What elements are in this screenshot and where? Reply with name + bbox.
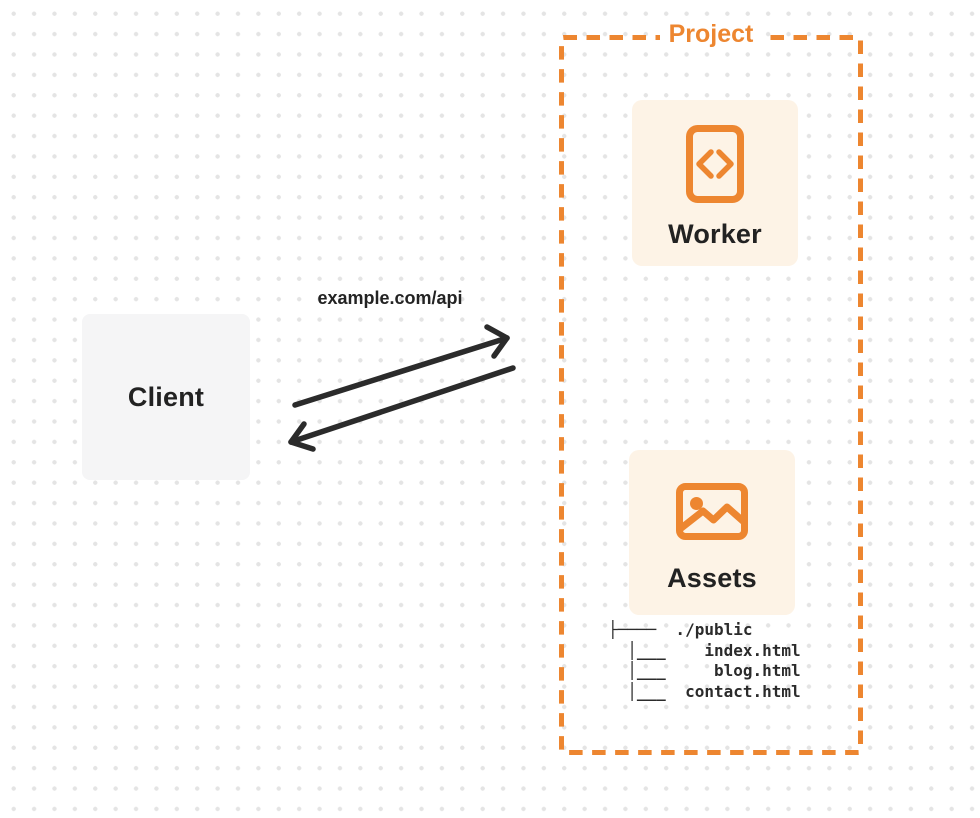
file-tree: ├──── ./public │___ index.html │___ blog… xyxy=(608,620,801,702)
image-icon xyxy=(676,483,748,540)
worker-label: Worker xyxy=(668,219,762,249)
file-tree-item: │___ index.html xyxy=(608,640,801,660)
client-node: Client xyxy=(82,314,250,480)
project-label: Project xyxy=(659,20,763,49)
project-label-container: Project xyxy=(557,20,865,49)
file-tree-item: │___ contact.html xyxy=(608,681,801,701)
assets-label: Assets xyxy=(667,563,757,593)
request-response-arrows xyxy=(288,324,516,452)
request-arrow xyxy=(292,324,510,408)
file-tree-item: │___ blog.html xyxy=(608,661,801,680)
client-label: Client xyxy=(127,381,205,412)
code-file-icon xyxy=(686,125,744,203)
response-arrow xyxy=(288,365,516,452)
request-url-label: example.com/api xyxy=(317,288,463,308)
worker-node: Worker xyxy=(632,100,798,266)
file-tree-root: ├──── ./public xyxy=(608,620,753,639)
assets-node: Assets xyxy=(629,450,795,615)
